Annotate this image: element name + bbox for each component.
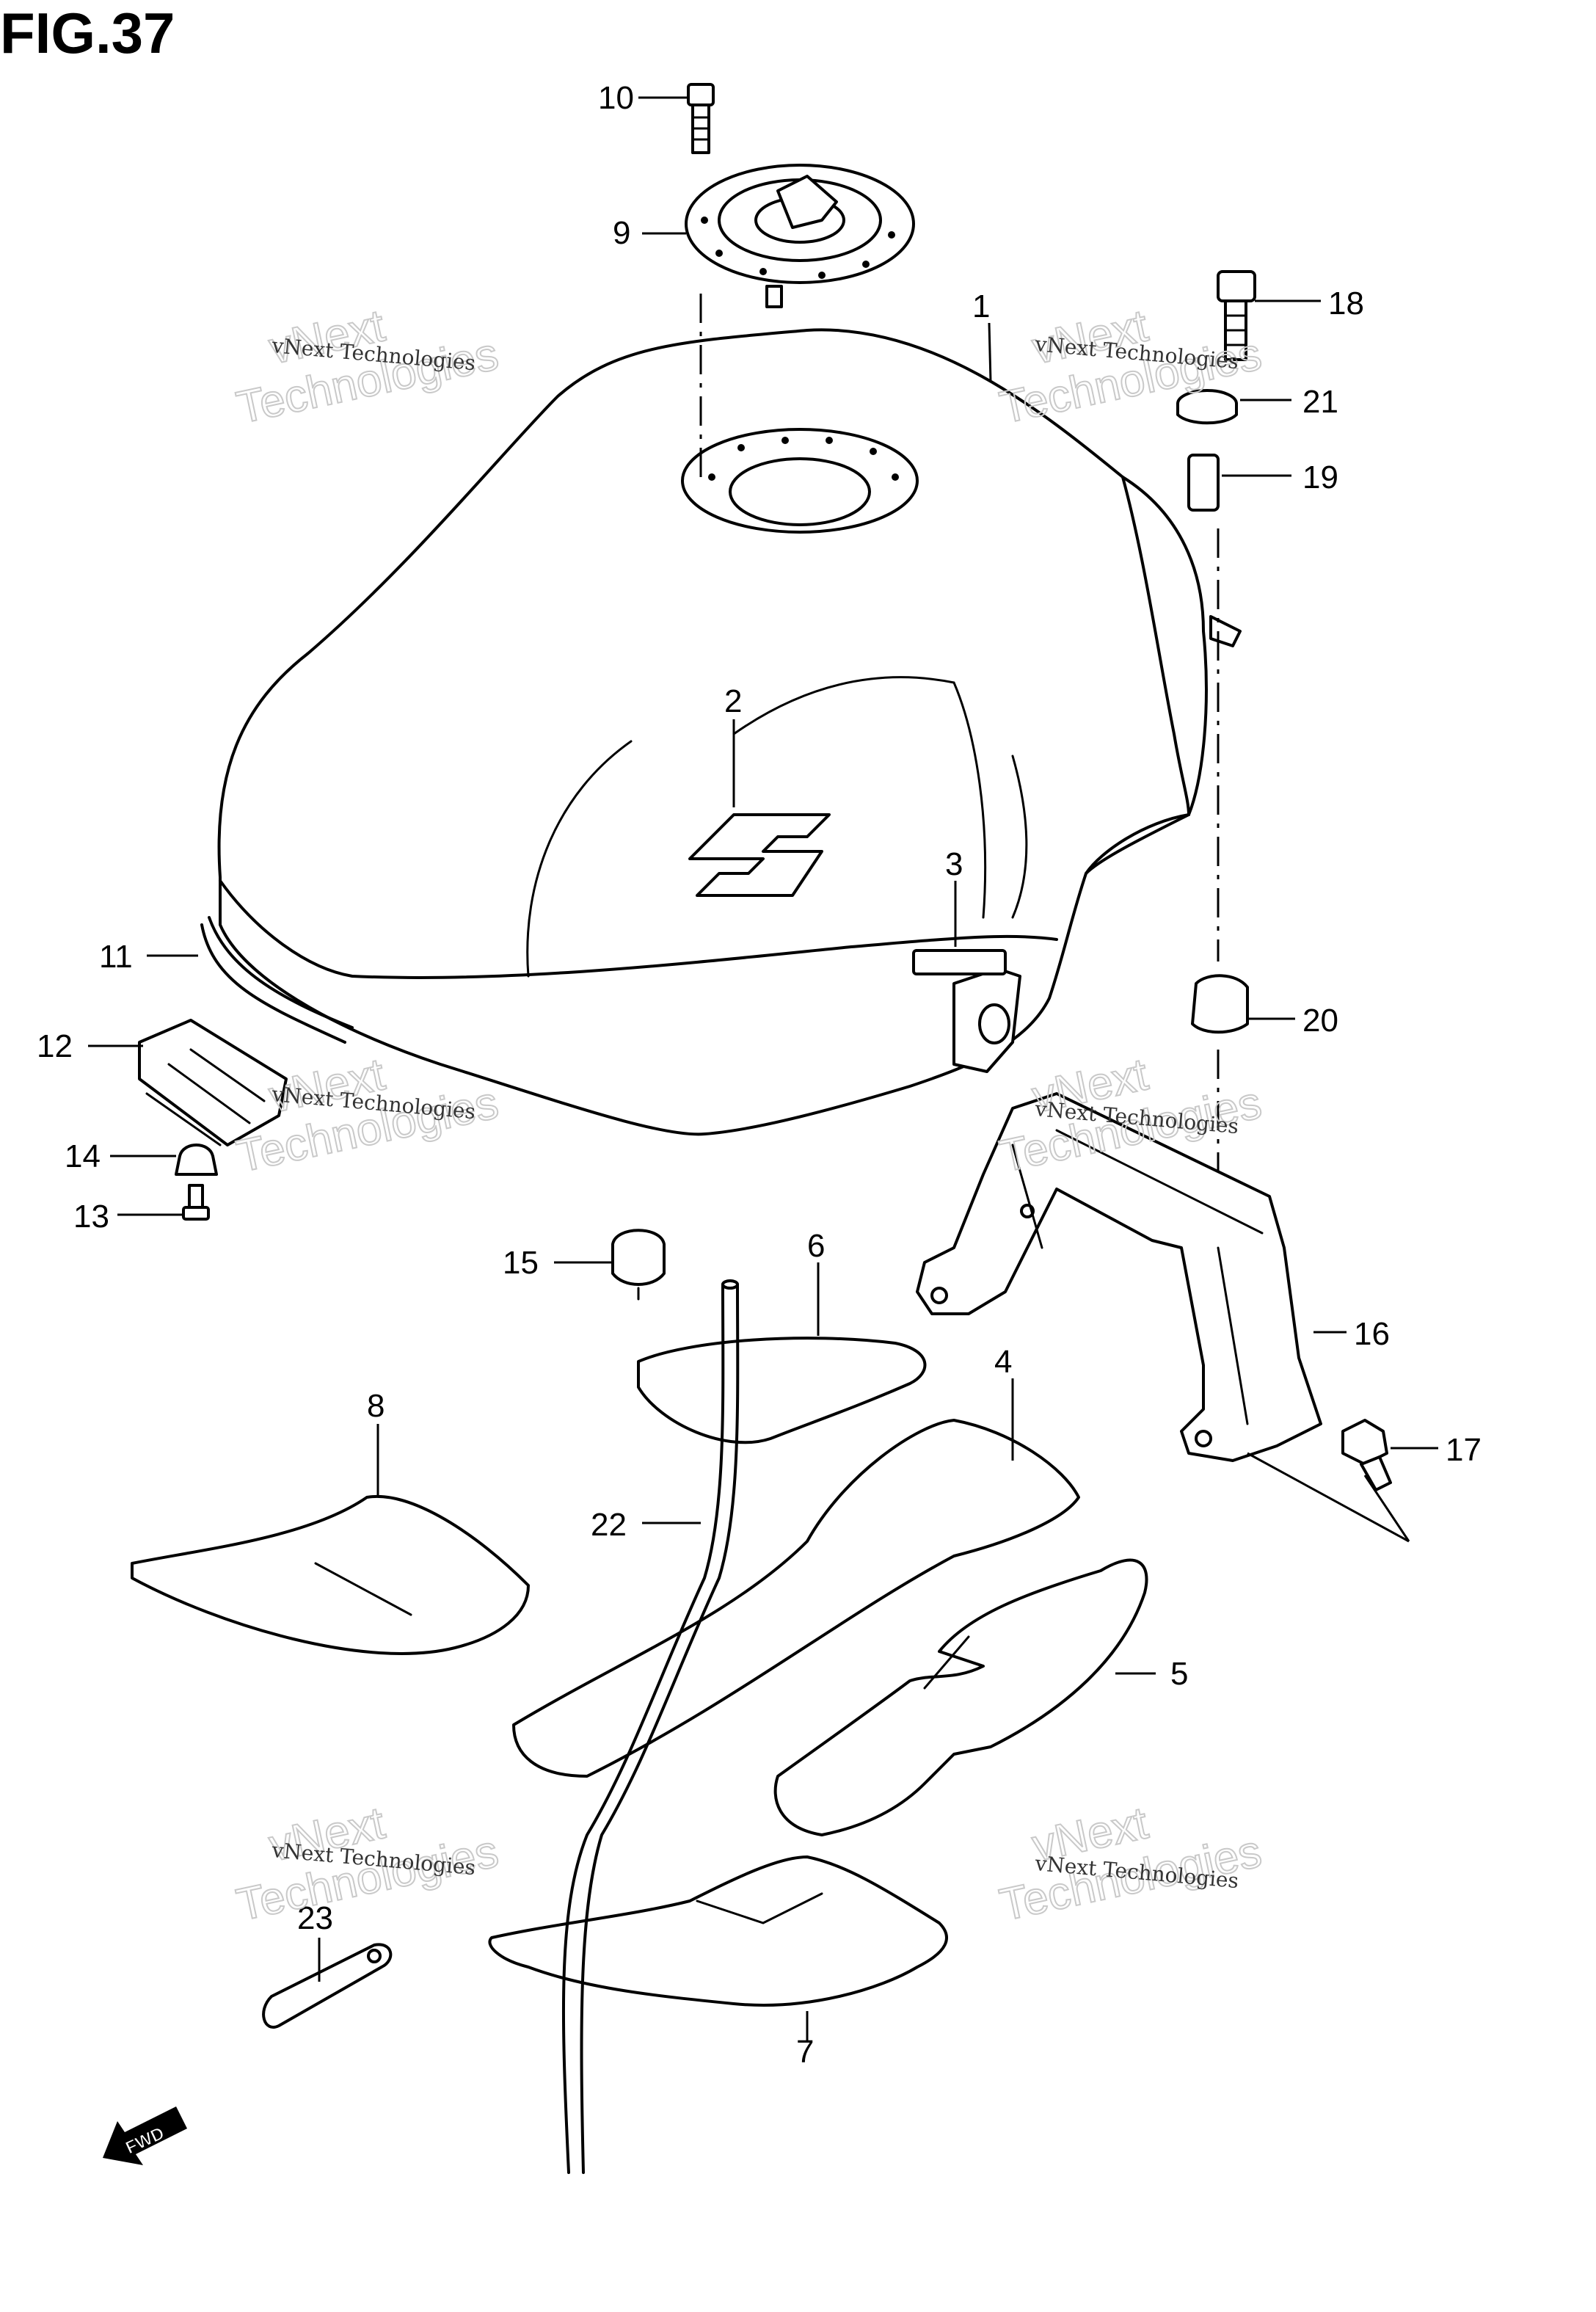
bolt-17 xyxy=(1247,1419,1410,1543)
callout-4: 4 xyxy=(994,1344,1012,1380)
hose-22 xyxy=(561,1283,725,2174)
callout-15: 15 xyxy=(503,1245,539,1281)
cushion-15 xyxy=(611,1229,666,1301)
pad-6 xyxy=(637,1337,927,1444)
clamp-23 xyxy=(262,1943,393,2029)
grommet-14 xyxy=(175,1144,218,1176)
callout-9: 9 xyxy=(613,215,630,251)
callout-12: 12 xyxy=(37,1028,73,1064)
callout-11: 11 xyxy=(99,939,133,975)
callout-22: 22 xyxy=(591,1507,627,1543)
callout-labels: 1 2 3 4 5 6 7 8 9 10 11 12 13 14 15 16 1… xyxy=(37,80,1482,2070)
callout-21: 21 xyxy=(1302,384,1338,420)
callout-6: 6 xyxy=(807,1228,825,1264)
callout-18: 18 xyxy=(1328,286,1364,321)
callout-23: 23 xyxy=(297,1900,333,1936)
figure-title: FIG.37 xyxy=(0,1,175,65)
bolt-10 xyxy=(687,83,715,154)
callout-1: 1 xyxy=(972,288,990,324)
seal-11 xyxy=(200,923,346,1044)
fuel-tank xyxy=(217,328,1242,1136)
callout-16: 16 xyxy=(1354,1316,1390,1352)
screw-13 xyxy=(182,1184,210,1221)
callout-13: 13 xyxy=(73,1199,109,1235)
cushion-12 xyxy=(138,1019,288,1146)
watermark-bottom-right: vNext Technologies xyxy=(995,1797,1267,1931)
callout-2: 2 xyxy=(724,683,742,719)
cushion-20 xyxy=(1191,974,1249,1034)
callout-20: 20 xyxy=(1302,1003,1338,1039)
pad-7 xyxy=(488,1855,948,2007)
callout-14: 14 xyxy=(65,1138,101,1174)
fwd-arrow-icon: FWD xyxy=(103,2106,187,2165)
collar-21 xyxy=(1176,389,1238,425)
callout-8: 8 xyxy=(367,1388,385,1424)
pad-5 xyxy=(773,1558,1148,1836)
pad-8 xyxy=(131,1494,530,1655)
fuel-cap xyxy=(685,164,915,308)
callout-3: 3 xyxy=(945,846,963,882)
bracket-16 xyxy=(916,1092,1322,1462)
bolt-18 xyxy=(1217,270,1256,361)
callout-19: 19 xyxy=(1302,459,1338,495)
callout-17: 17 xyxy=(1446,1432,1482,1468)
callout-5: 5 xyxy=(1170,1656,1188,1692)
spacer-19 xyxy=(1187,454,1220,512)
callout-10: 10 xyxy=(598,80,634,116)
callout-7: 7 xyxy=(796,2034,814,2070)
leader-lines xyxy=(88,96,1438,2040)
